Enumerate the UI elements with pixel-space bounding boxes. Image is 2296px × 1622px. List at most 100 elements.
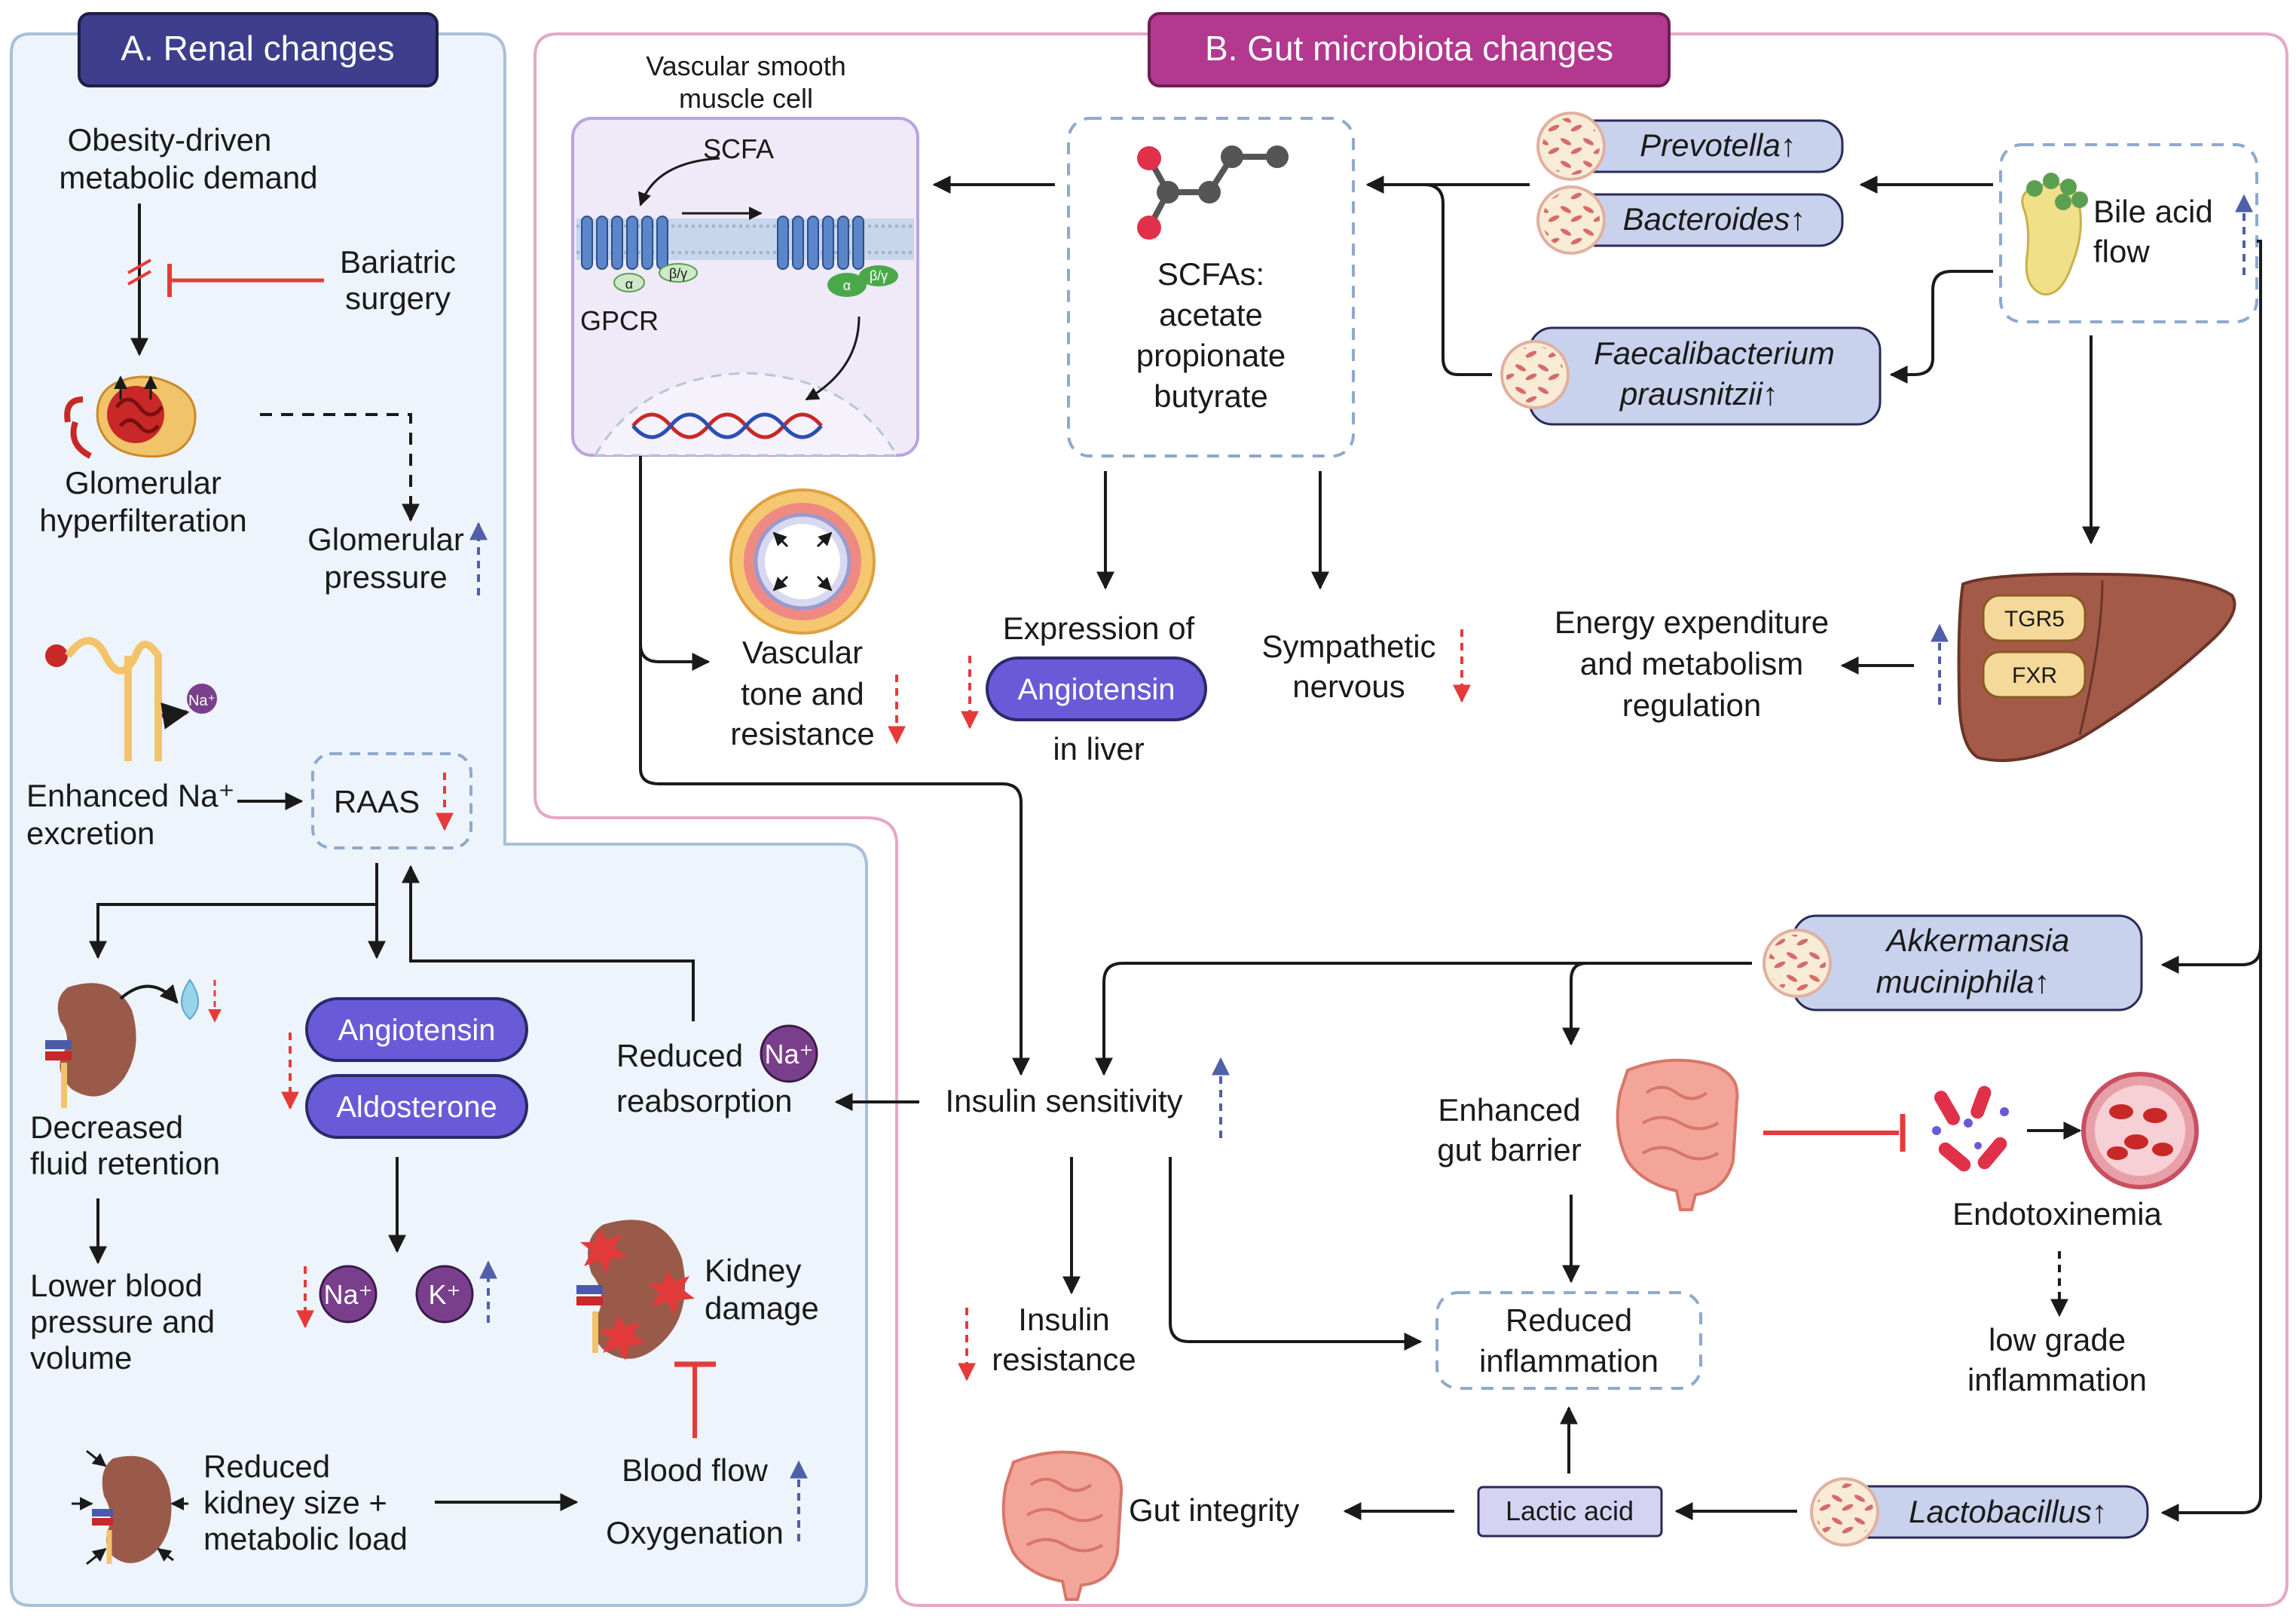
bacteroides-label: Bacteroides↑ bbox=[1623, 201, 1806, 237]
energy-line1: Energy expenditure bbox=[1555, 604, 1829, 640]
intestine-icon bbox=[1616, 1058, 1739, 1211]
lactobacillus-label: Lactobacillus↑ bbox=[1909, 1494, 2108, 1529]
reduced-infl-line1: Reduced bbox=[1506, 1302, 1632, 1338]
prevotella-tag bbox=[1536, 112, 1844, 181]
insulin-sensitivity-label: Insulin sensitivity bbox=[945, 1083, 1182, 1119]
damaged-kidney-icon bbox=[576, 1220, 695, 1360]
vascular-line1: Vascular bbox=[742, 635, 863, 670]
vsmc-label-line1: Vascular smooth bbox=[646, 50, 845, 81]
lower-bp-line1: Lower blood bbox=[30, 1268, 203, 1303]
raas-box bbox=[311, 752, 472, 849]
obesity-label-line2: metabolic demand bbox=[59, 160, 317, 195]
akkermansia-line1: Akkermansia bbox=[1885, 923, 2070, 958]
na-ion-label: Na⁺ bbox=[323, 1279, 372, 1310]
glom-hyper-line2: hyperfilteration bbox=[39, 503, 246, 538]
artery-icon bbox=[729, 488, 876, 635]
prevotella-label: Prevotella↑ bbox=[1640, 127, 1796, 163]
arrow-bile-to-lactobacillus bbox=[2160, 946, 2262, 1522]
scfas-line4: butyrate bbox=[1154, 378, 1268, 414]
beta-gamma-subunit-1: β/γ bbox=[669, 266, 687, 281]
arrow-akkermansia-to-barrier bbox=[1562, 962, 1752, 1046]
panel-b-background bbox=[533, 32, 2288, 1607]
scfas-line2: acetate bbox=[1159, 297, 1263, 332]
scfas-line1: SCFAs: bbox=[1157, 256, 1264, 292]
sympathetic-line1: Sympathetic bbox=[1261, 629, 1435, 664]
liver-angiotensin-label: Angiotensin bbox=[1017, 673, 1175, 706]
panel-a-header bbox=[78, 12, 439, 87]
akkermansia-tag bbox=[1763, 914, 2143, 1011]
kidney-size-line2: kidney size + bbox=[203, 1485, 387, 1520]
nephron-icon: Na⁺ bbox=[45, 637, 217, 761]
arrow-reabs-to-raas bbox=[402, 865, 695, 1021]
reduced-infl-line2: inflammation bbox=[1479, 1343, 1659, 1379]
dashed-arrow-to-pressure bbox=[260, 413, 420, 522]
glom-hyper-line1: Glomerular bbox=[65, 465, 222, 500]
kidney-damage-line2: damage bbox=[705, 1290, 819, 1326]
reabs-na-label: Na⁺ bbox=[764, 1039, 813, 1070]
panel-b-title: B. Gut microbiota changes bbox=[1205, 29, 1613, 68]
vsmc-label-line2: muscle cell bbox=[679, 83, 813, 114]
reduced-reabs-line1: Reduced bbox=[616, 1038, 743, 1073]
aldosterone-pill bbox=[305, 1074, 528, 1139]
endotoxinemia-label: Endotoxinemia bbox=[1952, 1196, 2162, 1232]
gut-integrity-label: Gut integrity bbox=[1129, 1492, 1299, 1528]
na-excretion-line2: excretion bbox=[26, 816, 154, 851]
vsmc-cell-illustration: α β/γ α β/γ bbox=[571, 117, 919, 457]
lower-bp-line2: pressure and bbox=[30, 1304, 215, 1339]
faecali-line1: Faecalibacterium bbox=[1594, 335, 1835, 371]
angiotensin-pill bbox=[305, 997, 528, 1062]
alpha-subunit-2: α bbox=[843, 278, 851, 293]
oxygenation-label: Oxygenation bbox=[606, 1515, 784, 1550]
insulin-res-line1: Insulin bbox=[1018, 1302, 1109, 1337]
faecalibacterium-tag bbox=[1500, 326, 1882, 426]
small-kidney-icon bbox=[72, 1449, 188, 1565]
lactic-acid-box bbox=[1477, 1486, 1663, 1538]
sympathetic-line2: nervous bbox=[1292, 669, 1405, 704]
vascular-line3: resistance bbox=[730, 716, 874, 751]
arrow-insulin-to-inflammation bbox=[1169, 1157, 1423, 1351]
bariatric-label-line1: Bariatric bbox=[340, 244, 456, 280]
expression-line3: in liver bbox=[1053, 731, 1144, 767]
kidney-size-line1: Reduced bbox=[203, 1449, 330, 1484]
reabs-na-circle bbox=[760, 1024, 818, 1083]
kidney-size-line3: metabolic load bbox=[203, 1521, 408, 1556]
lower-bp-line3: volume bbox=[30, 1340, 132, 1376]
glom-pressure-line2: pressure bbox=[324, 559, 447, 595]
fluid-line1: Decreased bbox=[30, 1109, 183, 1145]
arrow-faecali-to-scfa bbox=[1368, 183, 1492, 376]
arrow-akkermansia-to-insulin bbox=[1095, 962, 1752, 1076]
break-mark-1 bbox=[127, 259, 151, 274]
nephron-na-badge: Na⁺ bbox=[188, 693, 216, 709]
na-ion-circle bbox=[319, 1265, 378, 1324]
break-mark-2 bbox=[127, 270, 151, 286]
kidney-fluid-icon bbox=[45, 978, 222, 1108]
lowgrade-line2: inflammation bbox=[1967, 1362, 2147, 1397]
glomerulus-icon bbox=[64, 375, 197, 459]
lowgrade-line1: low grade bbox=[1989, 1322, 2126, 1357]
scfa-box bbox=[1067, 117, 1355, 458]
gut-barrier-line1: Enhanced bbox=[1438, 1092, 1580, 1128]
liver-icon bbox=[1957, 572, 2236, 763]
blood-vessel-icon bbox=[2081, 1072, 2199, 1189]
expression-line1: Expression of bbox=[1003, 611, 1195, 646]
beta-gamma-subunit-2: β/γ bbox=[870, 268, 888, 283]
lactobacillus-tag bbox=[1810, 1477, 2149, 1547]
scfa-molecule-icon bbox=[1137, 145, 1289, 240]
faecali-line2: prausnitzii↑ bbox=[1619, 376, 1778, 412]
glom-pressure-line1: Glomerular bbox=[307, 522, 464, 557]
gallbladder-icon bbox=[2021, 173, 2088, 295]
angiotensin-label: Angiotensin bbox=[338, 1014, 495, 1047]
bile-acid-box bbox=[1999, 143, 2258, 323]
blood-flow-label: Blood flow bbox=[622, 1452, 768, 1488]
na-excretion-line1: Enhanced Na⁺ bbox=[26, 778, 235, 813]
gpcr-label: GPCR bbox=[580, 305, 659, 336]
alpha-subunit-1: α bbox=[625, 277, 633, 292]
tgr5-label: TGR5 bbox=[2004, 607, 2065, 632]
aldosterone-label: Aldosterone bbox=[336, 1091, 497, 1124]
liver-angiotensin-pill bbox=[986, 656, 1207, 721]
fluid-line2: fluid retention bbox=[30, 1146, 220, 1181]
panel-b-header bbox=[1148, 12, 1671, 87]
bile-line1: Bile acid bbox=[2093, 194, 2213, 229]
